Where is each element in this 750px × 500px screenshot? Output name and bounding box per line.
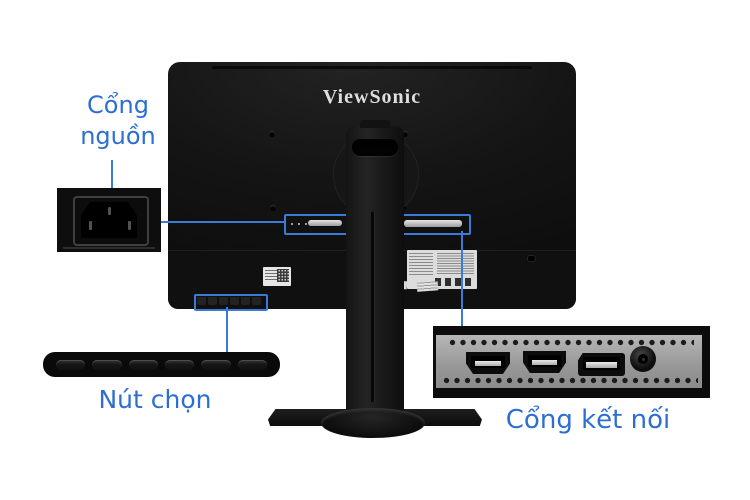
vent-holes-row	[442, 376, 698, 385]
osd-buttons-strip	[197, 297, 261, 305]
inlet-bottom-edge	[63, 247, 155, 249]
osd-button	[241, 297, 250, 305]
hdmi-port-1	[466, 352, 510, 374]
screw-icon	[270, 205, 276, 211]
port-marker-dot	[291, 223, 293, 225]
top-vent-strip	[212, 66, 532, 69]
power-port-slot	[308, 220, 342, 226]
osd-buttons-closeup	[43, 352, 280, 377]
callout-line-ports	[461, 231, 463, 326]
jack-pinhole	[641, 357, 645, 361]
hdmi-port-2	[523, 351, 566, 373]
serial-sticker	[263, 267, 291, 286]
port-contact-tongue	[586, 362, 617, 368]
sticker-text-lines	[265, 270, 277, 282]
connection-ports-label: Cổng kết nối	[505, 405, 671, 435]
osd-buttons-highlight-box	[194, 294, 268, 311]
ac-pin	[89, 221, 92, 230]
port-marker-dot	[305, 223, 307, 225]
osd-button	[230, 297, 239, 305]
kensington-lock-slot	[528, 256, 535, 261]
power-port-label: Cổng nguồn	[48, 90, 188, 152]
osd-button	[252, 297, 261, 305]
ac-pin	[128, 221, 131, 230]
osd-button	[201, 359, 231, 370]
power-port-closeup	[57, 188, 161, 252]
stand-column	[346, 126, 404, 418]
screw-icon	[269, 131, 275, 137]
port-marker-dot	[298, 223, 300, 225]
osd-button	[164, 359, 195, 370]
displayport-port	[578, 353, 625, 376]
ac-inlet-outline	[73, 196, 149, 246]
osd-button	[208, 297, 217, 305]
osd-button	[56, 359, 86, 370]
label-text-block	[437, 253, 474, 275]
cable-management-slot	[371, 212, 374, 402]
screw-icon	[402, 131, 408, 137]
power-port-label-line2: nguồn	[80, 122, 156, 150]
qr-code-icon	[277, 269, 289, 282]
osd-buttons-label: Nút chọn	[98, 385, 212, 414]
label-text-block	[409, 253, 433, 277]
stand-base-disc	[321, 408, 425, 438]
callout-line-power-horizontal	[161, 221, 285, 223]
port-contact-tongue	[475, 361, 501, 366]
osd-button	[197, 297, 206, 305]
ports-slot	[404, 220, 462, 227]
osd-button	[128, 359, 158, 370]
vent-holes-row	[448, 338, 694, 347]
viewsonic-logo: ViewSonic	[322, 86, 422, 108]
power-port-highlight-box	[284, 214, 350, 235]
osd-button	[237, 359, 267, 370]
ac-pin	[108, 207, 111, 215]
audio-jack	[630, 346, 656, 372]
power-port-label-line1: Cổng	[87, 91, 149, 119]
osd-button	[219, 297, 228, 305]
connection-ports-closeup	[433, 326, 710, 398]
callout-line-buttons	[226, 307, 228, 353]
stand-column-notch	[360, 120, 390, 128]
osd-button	[92, 359, 122, 370]
stand-handle-cutout	[352, 139, 398, 156]
certification-marks	[435, 278, 474, 286]
port-contact-tongue	[532, 360, 557, 365]
small-sticker	[416, 281, 439, 292]
regulatory-label	[407, 250, 477, 289]
